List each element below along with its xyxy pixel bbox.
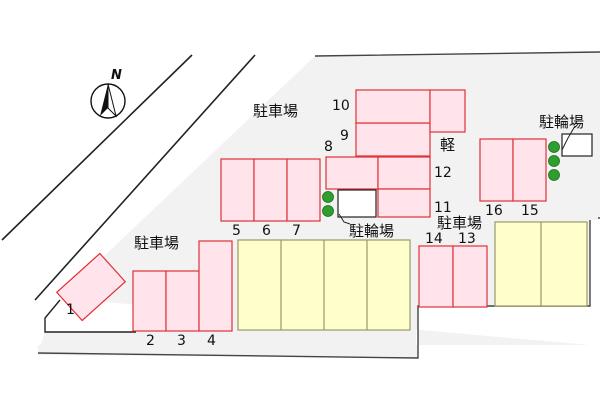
tree-icon bbox=[322, 205, 334, 217]
parking-space-8 bbox=[325, 156, 379, 190]
parking-space-10 bbox=[355, 89, 431, 124]
bicycle-parking-label-center: 駐輪場 bbox=[349, 222, 394, 240]
bicycle-label-leader-right bbox=[561, 125, 576, 151]
space-number-11: 11 bbox=[434, 200, 452, 216]
space-number-3: 3 bbox=[177, 333, 186, 349]
space-number-8: 8 bbox=[324, 139, 333, 155]
space-number-4: 4 bbox=[207, 333, 216, 349]
trees bbox=[322, 141, 560, 217]
parking-space-14 bbox=[418, 245, 454, 308]
parking-area-label-left: 駐車場 bbox=[134, 234, 179, 252]
parking-area-label-right: 駐車場 bbox=[437, 214, 482, 232]
parking-area-label-top: 駐車場 bbox=[253, 102, 298, 120]
tree-icon bbox=[548, 155, 560, 167]
compass-needle-dark bbox=[100, 84, 108, 116]
parking-space-2 bbox=[132, 270, 167, 332]
parking-space-11 bbox=[377, 188, 431, 218]
bicycle-parking-box-center bbox=[337, 189, 377, 218]
space-number-12: 12 bbox=[434, 165, 452, 181]
space-number-7: 7 bbox=[292, 223, 301, 239]
space-number-5: 5 bbox=[232, 223, 241, 239]
compass: N bbox=[90, 68, 126, 119]
parking-space-3 bbox=[165, 270, 200, 332]
parking-space-9 bbox=[355, 122, 431, 157]
space-number-6: 6 bbox=[262, 223, 271, 239]
parking-space-15 bbox=[512, 138, 547, 202]
space-number-13: 13 bbox=[458, 231, 476, 247]
compass-north-label: N bbox=[111, 68, 122, 83]
space-number-16: 16 bbox=[485, 203, 503, 219]
bicycle-parking-box-right bbox=[561, 133, 593, 157]
parking-space-4 bbox=[198, 240, 233, 332]
road-edge-line-left bbox=[1, 54, 193, 241]
space-number-10: 10 bbox=[332, 98, 350, 114]
tree-icon bbox=[548, 169, 560, 181]
compass-needle-light bbox=[107, 83, 117, 118]
bicycle-parking-label-right: 駐輪場 bbox=[539, 113, 584, 131]
tree-icon bbox=[548, 141, 560, 153]
parking-space-light bbox=[429, 89, 466, 133]
space-number-9: 9 bbox=[340, 128, 349, 144]
road-edge-line-right bbox=[34, 54, 256, 301]
parking-space-6 bbox=[253, 158, 288, 222]
parking-space-5 bbox=[220, 158, 255, 222]
space-number-1: 1 bbox=[66, 302, 75, 318]
space-number-2: 2 bbox=[146, 333, 155, 349]
parking-space-1 bbox=[55, 252, 127, 322]
parking-space-16 bbox=[479, 138, 514, 202]
space-number-15: 15 bbox=[521, 203, 539, 219]
light-vehicle-label: 軽 bbox=[440, 136, 455, 154]
tree-icon bbox=[322, 191, 334, 203]
parking-spaces bbox=[55, 89, 547, 332]
parking-space-7 bbox=[286, 158, 321, 222]
bicycle-label-leader-center bbox=[338, 213, 351, 225]
buildings bbox=[237, 221, 588, 331]
space-number-14: 14 bbox=[425, 231, 443, 247]
lot-inner-curb bbox=[44, 299, 136, 333]
parking-space-12 bbox=[377, 156, 431, 190]
parking-space-13 bbox=[452, 245, 488, 308]
